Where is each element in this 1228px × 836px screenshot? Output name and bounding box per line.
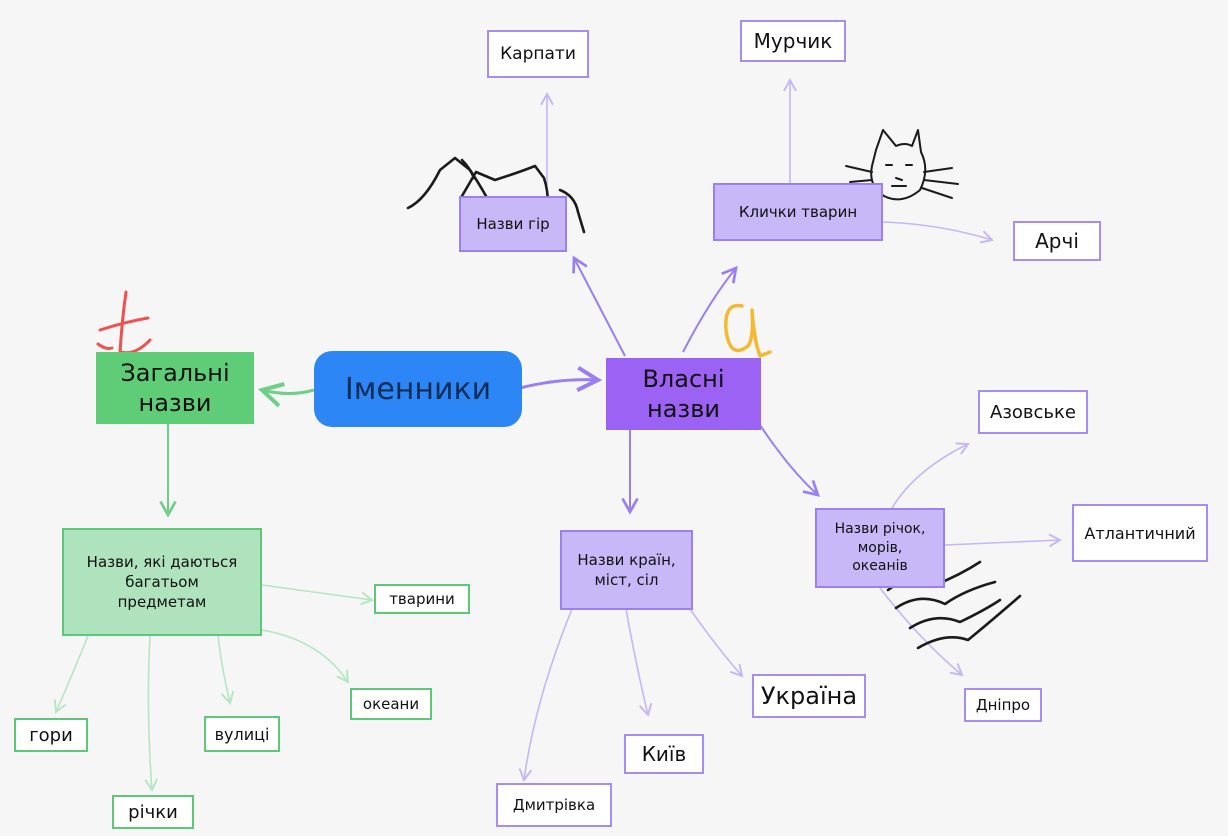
leaf-archi-label: Арчі (1035, 229, 1079, 253)
leaf-richky[interactable]: річки (112, 795, 194, 829)
connector-proper-mountains (572, 255, 626, 357)
common-group-node[interactable]: Назви, які даються багатьом предметам (62, 528, 262, 636)
leaf-vulytsi-label: вулиці (214, 724, 270, 744)
proper-nouns-node[interactable]: Власні назви (606, 358, 761, 430)
common-group-label: Назви, які даються багатьом предметам (86, 552, 238, 612)
leaf-murchyk-label: Мурчик (753, 29, 833, 53)
connector-root-common (257, 382, 315, 408)
animals-label: Клички тварин (738, 202, 858, 221)
leaf-hory-label: гори (29, 724, 73, 746)
proper-nouns-label: Власні назви (642, 365, 725, 423)
common-nouns-label: Загальні назви (120, 359, 230, 417)
connector-richky (144, 635, 159, 792)
leaf-richky-label: річки (128, 801, 178, 823)
connector-azovske (891, 442, 970, 509)
leaf-karpaty-label: Карпати (500, 44, 576, 64)
leaf-ukraina-label: Україна (760, 682, 858, 710)
connector-proper-waters (759, 424, 821, 497)
mountain-sketch (406, 156, 586, 234)
letter-a-mark (724, 303, 772, 358)
root-node-imennyky[interactable]: Іменники (314, 351, 522, 427)
connector-proper-animals (682, 265, 738, 353)
leaf-kyiv[interactable]: Київ (624, 734, 704, 774)
connector-vulytsi (217, 635, 235, 705)
connector-atlantychnyi (944, 533, 1062, 548)
root-label: Іменники (344, 371, 492, 407)
leaf-dmytrivka-label: Дмитрівка (512, 796, 596, 814)
leaf-atlantychnyi[interactable]: Атлантичний (1072, 504, 1208, 562)
waters-node[interactable]: Назви річок, морів, океанів (815, 508, 945, 588)
leaf-karpaty[interactable]: Карпати (487, 30, 589, 78)
mountains-label: Назви гір (476, 214, 550, 233)
places-label: Назви країн, міст, сіл (577, 550, 676, 589)
leaf-azovske[interactable]: Азовське (978, 390, 1088, 434)
connector-dmytrivka (518, 608, 573, 782)
leaf-archi[interactable]: Арчі (1013, 221, 1101, 261)
connector-archi (882, 221, 994, 244)
leaf-azovske-label: Азовське (990, 401, 1076, 423)
connector-kyiv (625, 608, 653, 717)
leaf-atlantychnyi-label: Атлантичний (1084, 523, 1196, 543)
leaf-dnipro-label: Дніпро (975, 696, 1031, 714)
mountains-node[interactable]: Назви гір (459, 196, 567, 252)
leaf-okeany-label: океани (362, 695, 420, 713)
leaf-okeany[interactable]: океани (350, 688, 432, 720)
leaf-kyiv-label: Київ (641, 742, 687, 766)
connector-ukraina (689, 608, 744, 678)
connector-dnipro (879, 587, 964, 677)
places-node[interactable]: Назви країн, міст, сіл (560, 530, 693, 610)
leaf-hory[interactable]: гори (14, 718, 88, 752)
connector-tvaryny (261, 584, 374, 606)
leaf-murchyk[interactable]: Мурчик (740, 20, 846, 62)
common-nouns-node[interactable]: Загальні назви (96, 352, 254, 424)
leaf-dnipro[interactable]: Дніпро (964, 688, 1042, 722)
connector-okeany (261, 629, 350, 684)
leaf-tvaryny-label: тварини (389, 590, 455, 608)
connector-hory (53, 635, 89, 714)
letter-t-mark (96, 290, 152, 355)
leaf-dmytrivka[interactable]: Дмитрівка (496, 783, 612, 827)
leaf-vulytsi[interactable]: вулиці (204, 716, 280, 752)
leaf-ukraina[interactable]: Україна (752, 674, 866, 718)
connector-root-proper (519, 365, 603, 392)
animals-node[interactable]: Клички тварин (713, 183, 883, 241)
waters-label: Назви річок, морів, океанів (834, 520, 926, 575)
leaf-tvaryny[interactable]: тварини (374, 584, 470, 614)
